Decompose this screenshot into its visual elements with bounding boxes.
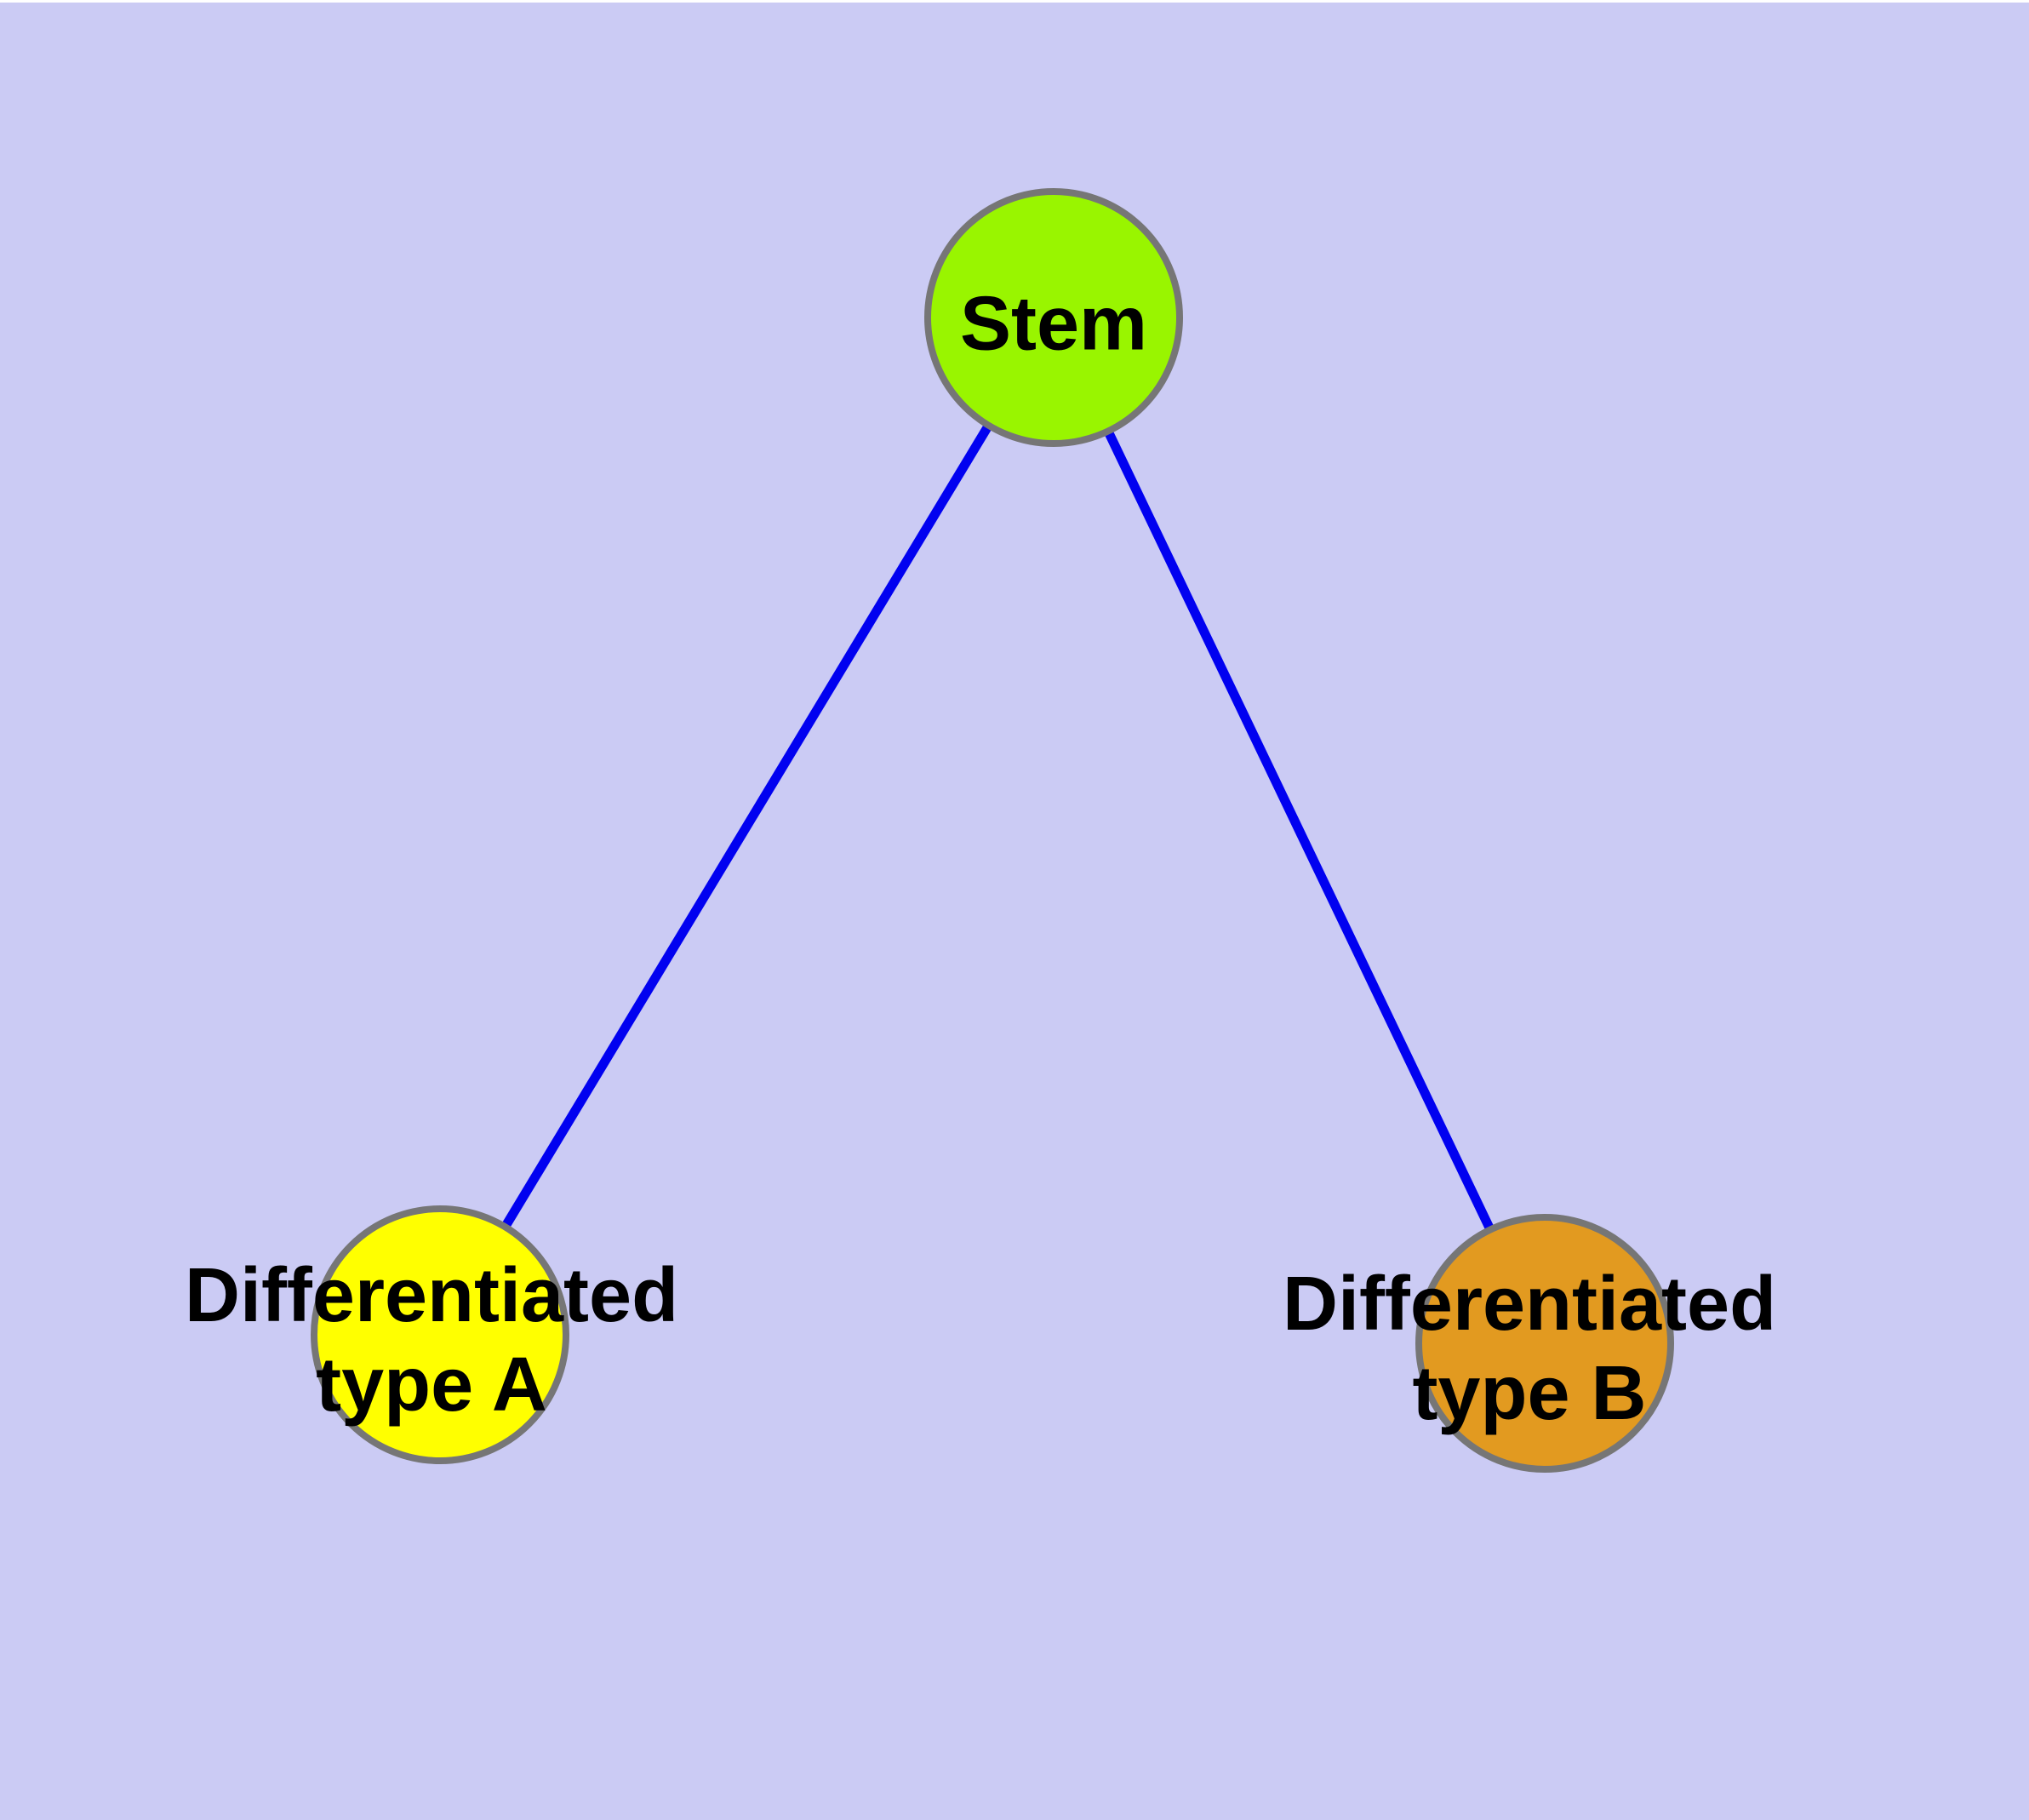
node-label-type-b-line1: Differentiated (1282, 1262, 1777, 1347)
node-label-differentiated-type-b: Differentiated type B (1283, 1260, 1776, 1439)
node-label-type-b-line2: type B (1412, 1351, 1647, 1436)
node-label-type-a-line1: Differentiated (184, 1253, 679, 1338)
node-label-stem-line1: Stem (959, 281, 1148, 367)
node-label-stem: Stem (960, 280, 1147, 369)
graph-svg (0, 3, 2029, 1820)
edge-stem-to-type-a (436, 315, 1058, 1337)
edge-stem-to-type-b (1049, 315, 1549, 1346)
node-label-type-a-line2: type A (316, 1342, 547, 1428)
node-label-differentiated-type-a: Differentiated type A (185, 1251, 678, 1430)
diagram-canvas: Stem Differentiated type A Differentiate… (0, 3, 2029, 1820)
node-circle-stem (924, 188, 1183, 447)
node-circle-differentiated-type-b (1415, 1214, 1674, 1473)
node-circle-differentiated-type-a (311, 1205, 569, 1464)
